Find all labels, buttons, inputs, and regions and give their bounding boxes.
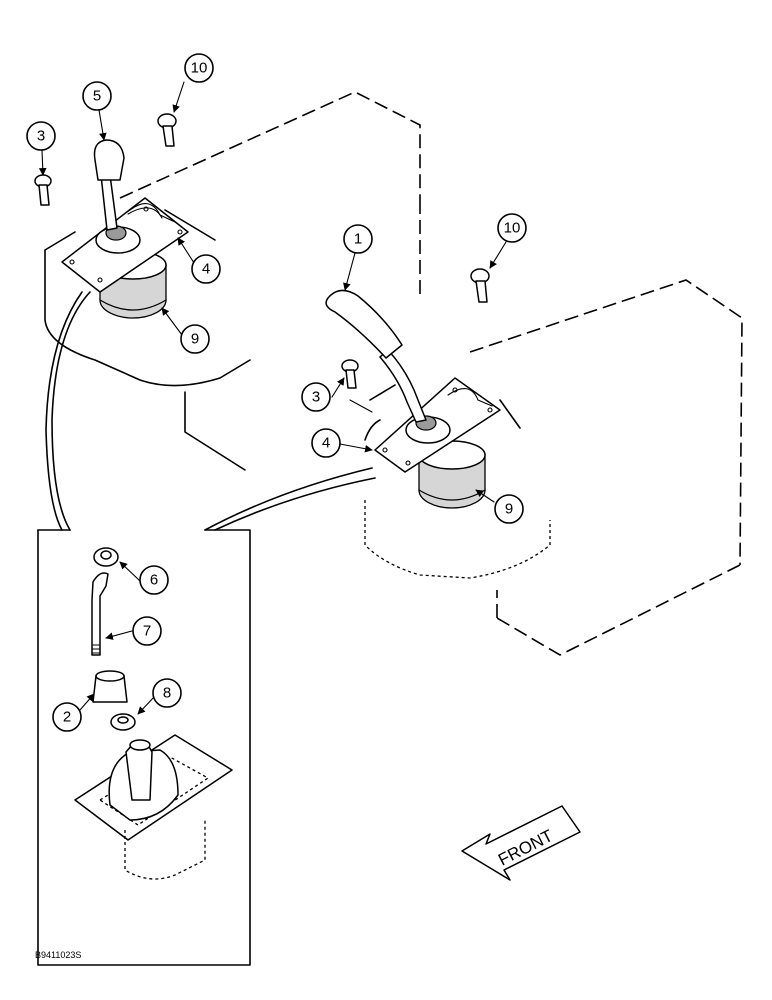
callout-1-label: 1 — [354, 231, 362, 248]
callout-2: 2 — [52, 702, 82, 732]
callout-3-right-label: 3 — [312, 389, 320, 406]
callout-7-label: 7 — [143, 623, 151, 640]
bolt-10-left — [157, 113, 177, 147]
bolt-10-right — [470, 268, 490, 303]
callout-10-left: 10 — [184, 53, 214, 83]
nut-8 — [110, 713, 136, 731]
callout-4-right: 4 — [311, 428, 341, 458]
callout-9-left-label: 9 — [191, 331, 199, 348]
callout-3-left: 3 — [26, 121, 56, 151]
callout-9-right-label: 9 — [505, 501, 513, 518]
callout-2-label: 2 — [63, 709, 71, 726]
callout-4-left: 4 — [191, 254, 221, 284]
callout-10-left-label: 10 — [191, 60, 208, 77]
callout-9-left: 9 — [180, 324, 210, 354]
bolt-3-left — [34, 174, 52, 206]
callout-4-left-label: 4 — [202, 261, 210, 278]
callout-10-right: 10 — [497, 213, 527, 243]
callout-3-left-label: 3 — [37, 128, 45, 145]
nut-6 — [93, 547, 119, 567]
callout-3-right: 3 — [301, 382, 331, 412]
left-console-outline — [44, 91, 421, 471]
right-joystick-assembly — [325, 289, 501, 509]
callout-10-right-label: 10 — [504, 220, 521, 237]
callout-4-right-label: 4 — [322, 435, 330, 452]
joystick-base-detail — [74, 734, 233, 880]
callout-8: 8 — [152, 678, 182, 708]
callout-8-label: 8 — [163, 685, 171, 702]
rod-7 — [91, 572, 109, 656]
callout-5: 5 — [82, 81, 112, 111]
leader-lines — [38, 81, 507, 715]
callout-6-label: 6 — [150, 572, 158, 589]
detail-inset-frame — [37, 291, 376, 966]
callout-7: 7 — [132, 616, 162, 646]
front-direction-arrow: FRONT — [461, 805, 581, 881]
right-console-outline — [364, 279, 743, 656]
callout-6: 6 — [139, 565, 169, 595]
callout-5-label: 5 — [93, 88, 101, 105]
figure-code: B9411023S — [35, 950, 81, 960]
bolt-3-right — [341, 359, 359, 389]
callout-9-right: 9 — [494, 494, 524, 524]
knob-2 — [92, 670, 128, 703]
callout-1: 1 — [343, 224, 373, 254]
left-joystick-assembly — [61, 139, 189, 319]
